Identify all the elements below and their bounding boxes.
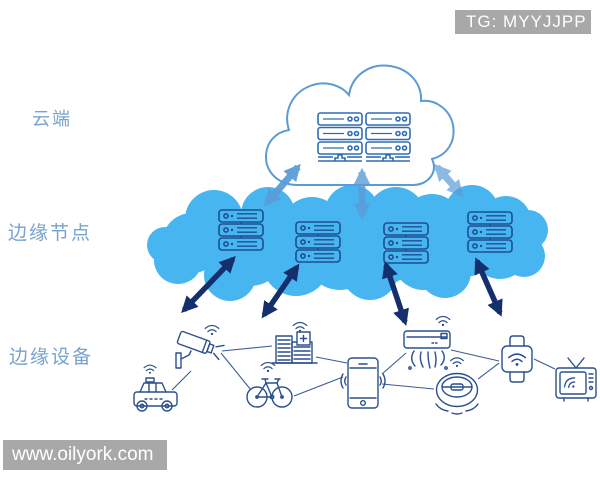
smartphone-icon (340, 357, 386, 409)
smart-tv-icon (555, 357, 597, 402)
cloud-edge-arrows (264, 163, 464, 221)
cctv-camera-icon (175, 324, 225, 369)
device-mesh-links (171, 345, 556, 397)
hospital-building-icon (271, 321, 318, 364)
edge-nodes-layer-label: 边缘节点 (8, 223, 93, 244)
tg-badge: TG: MYYJJPP (455, 10, 591, 34)
robot-vacuum-icon (435, 357, 479, 415)
bicycle-icon (246, 361, 293, 408)
edge-devices-layer-label: 边缘设备 (9, 347, 94, 368)
smart-watch-icon (501, 335, 533, 383)
cloud-layer-label: 云端 (32, 109, 72, 129)
taxi-icon (133, 364, 178, 412)
air-conditioner-icon (403, 315, 451, 370)
watermark: www.oilyork.com (3, 440, 167, 470)
edge-device-arrows (181, 256, 503, 326)
device-row (133, 315, 597, 415)
